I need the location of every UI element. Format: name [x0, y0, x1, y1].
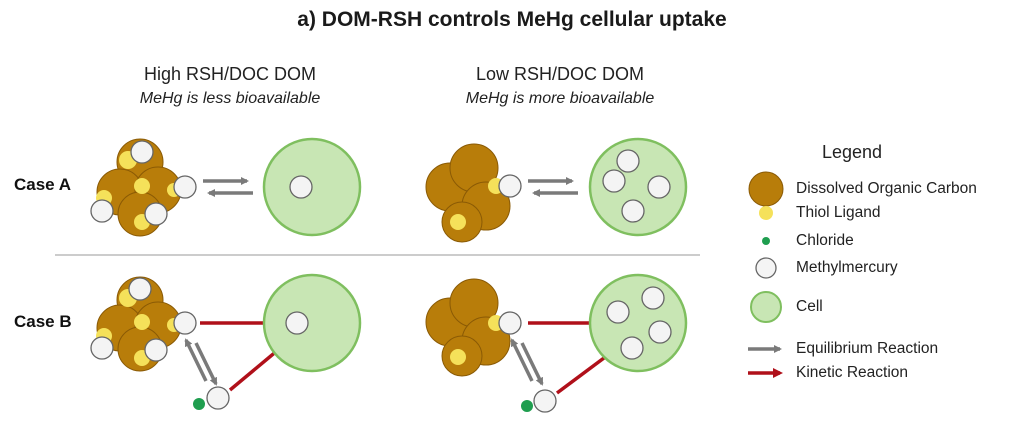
legend-item-doc: Dissolved Organic Carbon [796, 180, 977, 197]
doc-blob-icon [748, 171, 784, 207]
case-b-low-chloride-complex [521, 389, 557, 413]
case-b-high-cell [262, 273, 362, 373]
methylmercury-circle-icon [755, 257, 777, 279]
case-b-high-equilibrium-arrows [184, 338, 218, 386]
column-subheading-low: MeHg is more bioavailable [465, 90, 655, 107]
case-b-low-cell [588, 273, 688, 373]
case-a-high-doc-cluster [90, 138, 197, 237]
legend-item-methylmercury: Methylmercury [796, 259, 898, 276]
case-a-high-cell [262, 137, 362, 237]
case-a-low-doc-cluster [425, 143, 522, 243]
case-a-high-equilibrium-arrows [203, 177, 253, 197]
figure-title: a) DOM-RSH controls MeHg cellular uptake [297, 8, 727, 31]
legend-item-cell: Cell [796, 298, 823, 315]
legend-item-thiol: Thiol Ligand [796, 204, 881, 221]
case-a-label: Case A [14, 175, 72, 194]
legend-item-equilibrium: Equilibrium Reaction [796, 340, 939, 357]
thiol-dot-icon [759, 206, 773, 220]
legend-title: Legend [822, 142, 883, 162]
case-a-low-equilibrium-arrows [528, 177, 578, 197]
case-b-low-kinetic-arrow-chloride [555, 350, 615, 395]
case-b-low-equilibrium-arrows [510, 338, 544, 386]
case-b-high-chloride-complex [193, 386, 230, 410]
case-b-high-doc-cluster [90, 276, 197, 372]
case-b-label: Case B [14, 312, 72, 331]
case-a-low-cell [588, 137, 688, 237]
legend-item-kinetic: Kinetic Reaction [796, 364, 909, 381]
column-subheading-high: MeHg is less bioavailable [139, 90, 321, 107]
case-b-low-doc-cluster [425, 278, 522, 377]
cell-circle-icon [750, 291, 782, 323]
legend-item-chloride: Chloride [796, 232, 854, 249]
column-heading-low: Low RSH/DOC DOM [475, 64, 645, 84]
chloride-dot-icon [762, 237, 770, 245]
column-heading-high: High RSH/DOC DOM [143, 64, 317, 84]
